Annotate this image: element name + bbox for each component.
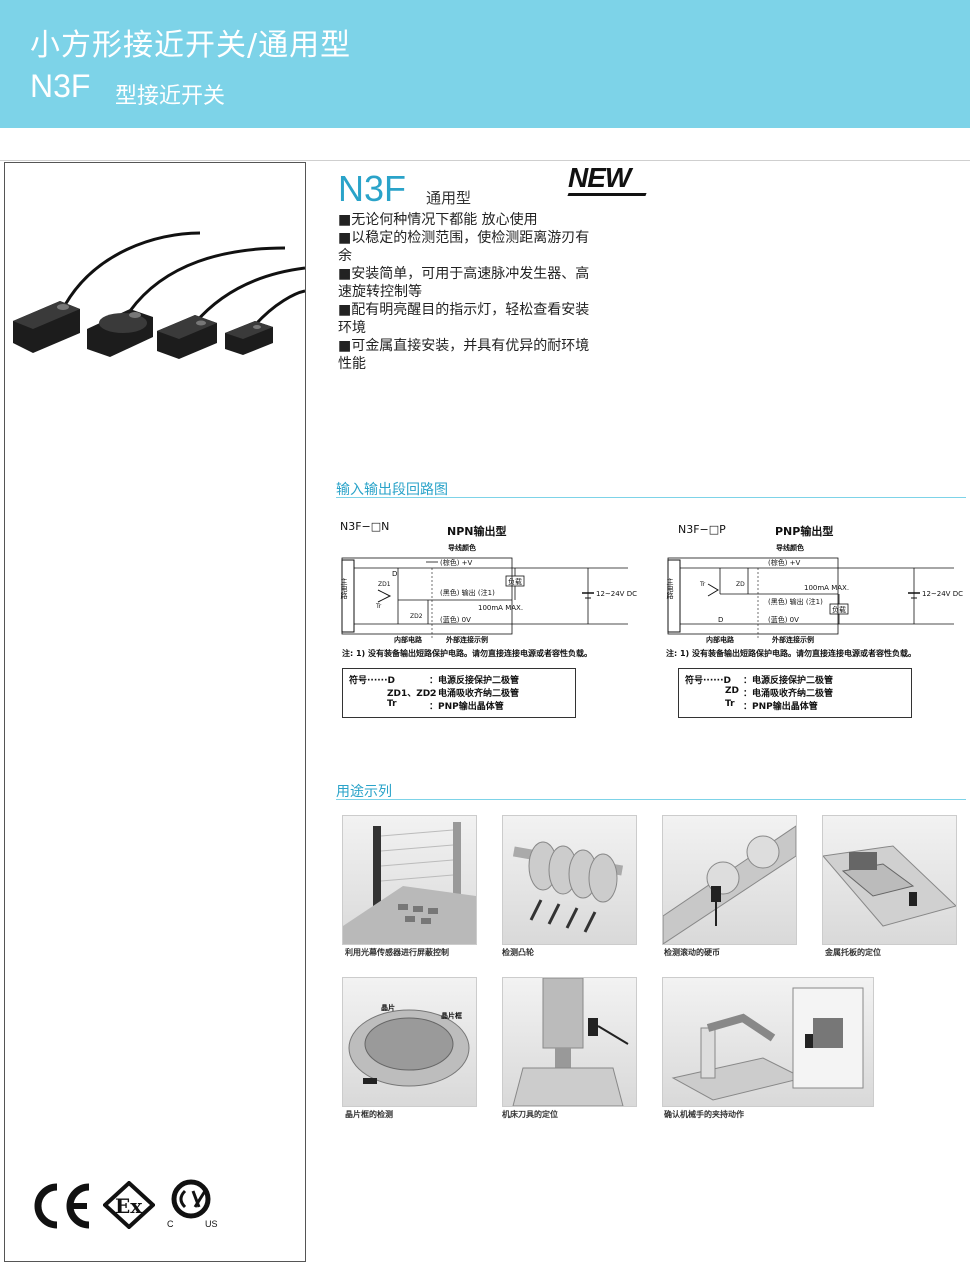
product-name: N3F: [338, 168, 407, 209]
npn-legend-sym-2: Tr: [387, 699, 397, 709]
pnp-brown-label: (棕色) +V: [768, 558, 801, 567]
pnp-voltage-label: 12~24V DC: [922, 590, 963, 598]
csa-c-text: C: [167, 1219, 174, 1229]
feature-item: ■无论何种情况下都能 放心使用: [338, 212, 538, 228]
cam-illustration: [512, 841, 624, 933]
pnp-main-circuit-label: 主电路: [666, 577, 674, 600]
robot-illustration: [671, 987, 864, 1101]
app-image-pallet: [822, 815, 957, 945]
applications-section-line: [336, 799, 966, 800]
app-caption-1: 检测凸轮: [502, 948, 534, 957]
npn-voltage-label: 12~24V DC: [596, 590, 637, 598]
npn-legend-sym-0: 符号······D: [349, 676, 395, 686]
npn-model: N3F−□N: [340, 520, 390, 533]
npn-tr-label: Tr: [375, 603, 382, 610]
pnp-load-label: 负载: [832, 605, 846, 614]
left-panel: Ex C US: [4, 162, 306, 1262]
pnp-type: PNP输出型: [775, 525, 834, 538]
npn-current-label: 100mA MAX.: [478, 604, 523, 612]
new-badge: NEW: [568, 162, 631, 193]
pnp-internal-label: 内部电路: [706, 635, 735, 644]
npn-d-label: D: [392, 570, 397, 578]
npn-black-label: (黑色) 输出 (注1): [440, 588, 495, 597]
pnp-legend-desc-1: ：电涌吸收齐纳二极管: [743, 689, 834, 699]
app-caption-0: 利用光幕传感器进行屏蔽控制: [345, 948, 449, 957]
wafer-label-2: 晶片框: [441, 1011, 462, 1020]
feature-item: ■安装简单，可用于高速脉冲发生器、高速旋转控制等: [338, 266, 590, 300]
npn-internal-label: 内部电路: [394, 635, 423, 644]
app-caption-6: 确认机械手的夹持动作: [664, 1110, 744, 1119]
page-title: 小方形接近开关/通用型: [30, 28, 352, 63]
pnp-external-label: 外部连接示例: [772, 635, 814, 644]
app-image-wafer: 晶片 晶片框: [342, 977, 477, 1107]
npn-note: 注: 1) 没有装备输出短路保护电路。请勿直接连接电源或者容性负载。: [342, 649, 592, 658]
npn-load-label: 负载: [508, 577, 522, 586]
pnp-legend-sym-0: 符号······D: [685, 676, 731, 686]
pnp-circuit-diagram: 主电路 Tr ZD D 导线颜色 (棕色) +V 100mA MAX. (黑色)…: [666, 543, 963, 644]
npn-blue-label: (蓝色) 0V: [440, 615, 471, 624]
npn-legend-desc-0: ：电源反接保护二极管: [429, 676, 520, 686]
pnp-blue-label: (蓝色) 0V: [768, 615, 799, 624]
pnp-wire-color: 导线颜色: [776, 543, 804, 552]
pnp-model: N3F−□P: [678, 523, 726, 536]
wafer-illustration: 晶片 晶片框: [348, 1003, 470, 1087]
feature-item: ■可金属直接安装，并具有优异的耐环境性能: [338, 338, 590, 372]
npn-circuit-diagram: 主电路 D ZD1 Tr ZD2 导线颜色 (棕色) +V (黑色) 输出 (注…: [340, 543, 637, 644]
csa-us-text: US: [205, 1219, 218, 1229]
model-title: N3F: [30, 68, 91, 104]
app-caption-2: 检测滚动的硬币: [664, 948, 720, 957]
ce-mark-icon: [34, 1183, 90, 1229]
tool-illustration: [512, 977, 629, 1107]
pnp-legend-sym-2: Tr: [725, 699, 735, 709]
model-subtitle: 型接近开关: [115, 84, 226, 109]
app-image-tool: [502, 977, 637, 1107]
circuit-section-line: [336, 497, 966, 498]
npn-legend-desc-2: ：PNP输出晶体管: [429, 702, 504, 712]
app-caption-4: 晶片框的检测: [345, 1110, 393, 1119]
feature-list: ■无论何种情况下都能 放心使用 ■以稳定的检测范围，使检测距离游刃有余 ■安装简…: [338, 211, 593, 373]
app-image-cam: [502, 815, 637, 945]
pnp-tr-label: Tr: [699, 581, 706, 588]
app-image-light-curtain: [342, 815, 477, 945]
npn-zd1-label: ZD1: [378, 581, 391, 588]
wafer-label-1: 晶片: [381, 1003, 395, 1012]
pallet-illustration: [822, 845, 957, 927]
npn-type: NPN输出型: [447, 525, 507, 538]
light-curtain-illustration: [343, 822, 476, 944]
pnp-d-label: D: [718, 616, 723, 624]
app-image-robot: [662, 977, 874, 1107]
circuit-section-title: 输入输出段回路图: [336, 482, 448, 498]
header-banner: [0, 0, 970, 128]
pnp-legend: 符号······D ：电源反接保护二极管 ZD ：电涌吸收齐纳二极管 Tr ：P…: [678, 668, 912, 718]
new-badge-underline: [567, 193, 647, 196]
npn-main-circuit-label: 主电路: [340, 577, 348, 600]
coin-illustration: [662, 825, 797, 945]
pnp-legend-desc-2: ：PNP输出晶体管: [743, 702, 818, 712]
product-photo: [13, 231, 305, 359]
feature-item: ■以稳定的检测范围，使检测距离游刃有余: [338, 230, 590, 264]
pnp-black-label: (黑色) 输出 (注1): [768, 597, 823, 606]
app-caption-5: 机床刀具的定位: [502, 1110, 558, 1119]
npn-legend-sym-1: ZD1、ZD2: [387, 689, 437, 699]
npn-brown-label: (棕色) +V: [440, 558, 473, 567]
npn-wire-color: 导线颜色: [448, 543, 476, 552]
csa-mark-icon: C US: [167, 1179, 218, 1229]
ex-mark-text: Ex: [115, 1194, 143, 1218]
npn-external-label: 外部连接示例: [446, 635, 488, 644]
ex-mark-icon: Ex: [103, 1181, 155, 1229]
header-divider: [0, 160, 970, 161]
app-caption-3: 金属托板的定位: [825, 948, 881, 957]
npn-legend: 符号······D ：电源反接保护二极管 ZD1、ZD2 ：电涌吸收齐纳二极管 …: [342, 668, 576, 718]
feature-item: ■配有明亮醒目的指示灯，轻松查看安装环境: [338, 302, 590, 336]
npn-zd2-label: ZD2: [410, 613, 423, 620]
applications-section-title: 用途示列: [336, 784, 392, 800]
pnp-current-label: 100mA MAX.: [804, 584, 849, 592]
npn-legend-desc-1: ：电涌吸收齐纳二极管: [429, 689, 520, 699]
app-image-coin: [662, 815, 797, 945]
pnp-zd-label: ZD: [736, 581, 745, 588]
pnp-legend-desc-0: ：电源反接保护二极管: [743, 676, 834, 686]
pnp-legend-sym-1: ZD: [725, 686, 739, 696]
product-type: 通用型: [426, 189, 472, 207]
pnp-note: 注: 1) 没有装备输出短路保护电路。请勿直接连接电源或者容性负载。: [666, 649, 916, 658]
